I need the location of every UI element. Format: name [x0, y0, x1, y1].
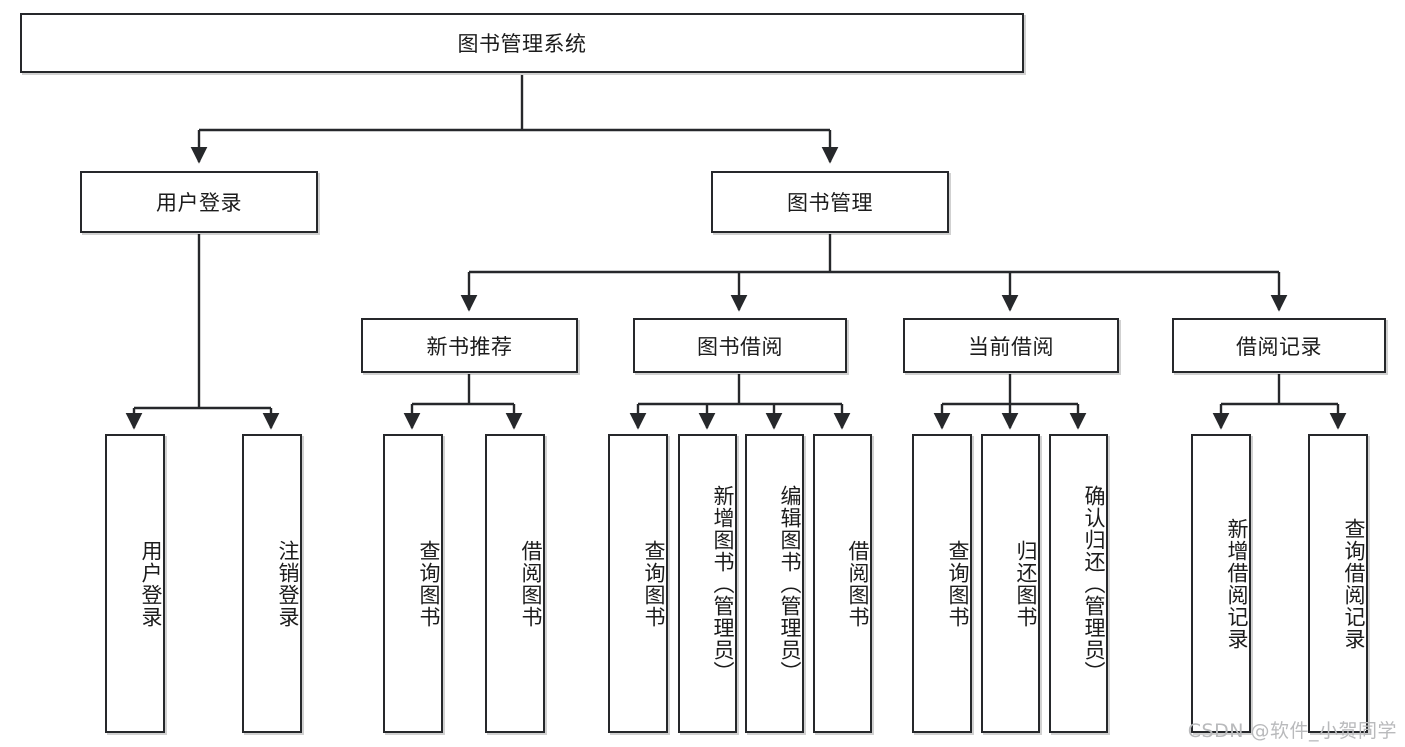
node-leaf-user-login-label: 用户登录 — [139, 539, 163, 628]
node-book-borrow-label: 图书借阅 — [697, 334, 783, 359]
node-leaf-query-book-1-label: 查询图书 — [417, 539, 441, 628]
node-leaf-query-book-1[interactable]: 查询图书 — [383, 434, 443, 733]
node-leaf-return-book[interactable]: 归还图书 — [981, 434, 1040, 733]
node-leaf-query-record[interactable]: 查询借阅记录 — [1308, 434, 1368, 733]
node-leaf-add-record[interactable]: 新增借阅记录 — [1191, 434, 1251, 733]
node-borrow-record-label: 借阅记录 — [1236, 334, 1322, 359]
node-leaf-return-book-label: 归还图书 — [1014, 539, 1038, 628]
node-leaf-add-book-label: 新增图书（管理员） — [711, 484, 735, 683]
node-leaf-query-book-2-label: 查询图书 — [642, 539, 666, 628]
watermark-text: CSDN @软件_小贺同学 — [1187, 720, 1397, 742]
node-leaf-logout-label: 注销登录 — [276, 539, 300, 628]
node-root[interactable]: 图书管理系统 — [20, 13, 1024, 73]
node-borrow-record[interactable]: 借阅记录 — [1172, 318, 1386, 373]
node-leaf-query-book-2[interactable]: 查询图书 — [608, 434, 668, 733]
node-user-login[interactable]: 用户登录 — [80, 171, 318, 233]
node-book-manage-label: 图书管理 — [787, 191, 873, 215]
node-leaf-add-book[interactable]: 新增图书（管理员） — [678, 434, 737, 733]
node-leaf-borrow-book-2[interactable]: 借阅图书 — [813, 434, 872, 733]
node-leaf-user-login[interactable]: 用户登录 — [105, 434, 165, 733]
node-leaf-edit-book-label: 编辑图书（管理员） — [778, 484, 802, 683]
node-new-book-rec[interactable]: 新书推荐 — [361, 318, 578, 373]
node-root-label: 图书管理系统 — [457, 32, 587, 56]
node-leaf-borrow-book-1-label: 借阅图书 — [519, 539, 543, 628]
node-current-borrow[interactable]: 当前借阅 — [903, 318, 1119, 373]
node-book-borrow[interactable]: 图书借阅 — [633, 318, 847, 373]
node-leaf-query-book-3[interactable]: 查询图书 — [912, 434, 972, 733]
node-leaf-confirm-return[interactable]: 确认归还（管理员） — [1049, 434, 1108, 733]
node-leaf-borrow-book-1[interactable]: 借阅图书 — [485, 434, 545, 733]
node-leaf-confirm-return-label: 确认归还（管理员） — [1082, 484, 1106, 683]
node-leaf-borrow-book-2-label: 借阅图书 — [846, 539, 870, 628]
node-book-manage[interactable]: 图书管理 — [711, 171, 949, 233]
node-new-book-rec-label: 新书推荐 — [426, 334, 513, 359]
node-current-borrow-label: 当前借阅 — [968, 334, 1054, 359]
node-leaf-logout[interactable]: 注销登录 — [242, 434, 302, 733]
node-leaf-edit-book[interactable]: 编辑图书（管理员） — [745, 434, 804, 733]
node-leaf-query-book-3-label: 查询图书 — [946, 539, 970, 628]
node-leaf-query-record-label: 查询借阅记录 — [1342, 517, 1366, 650]
node-leaf-add-record-label: 新增借阅记录 — [1225, 517, 1249, 650]
node-user-login-label: 用户登录 — [156, 191, 242, 215]
